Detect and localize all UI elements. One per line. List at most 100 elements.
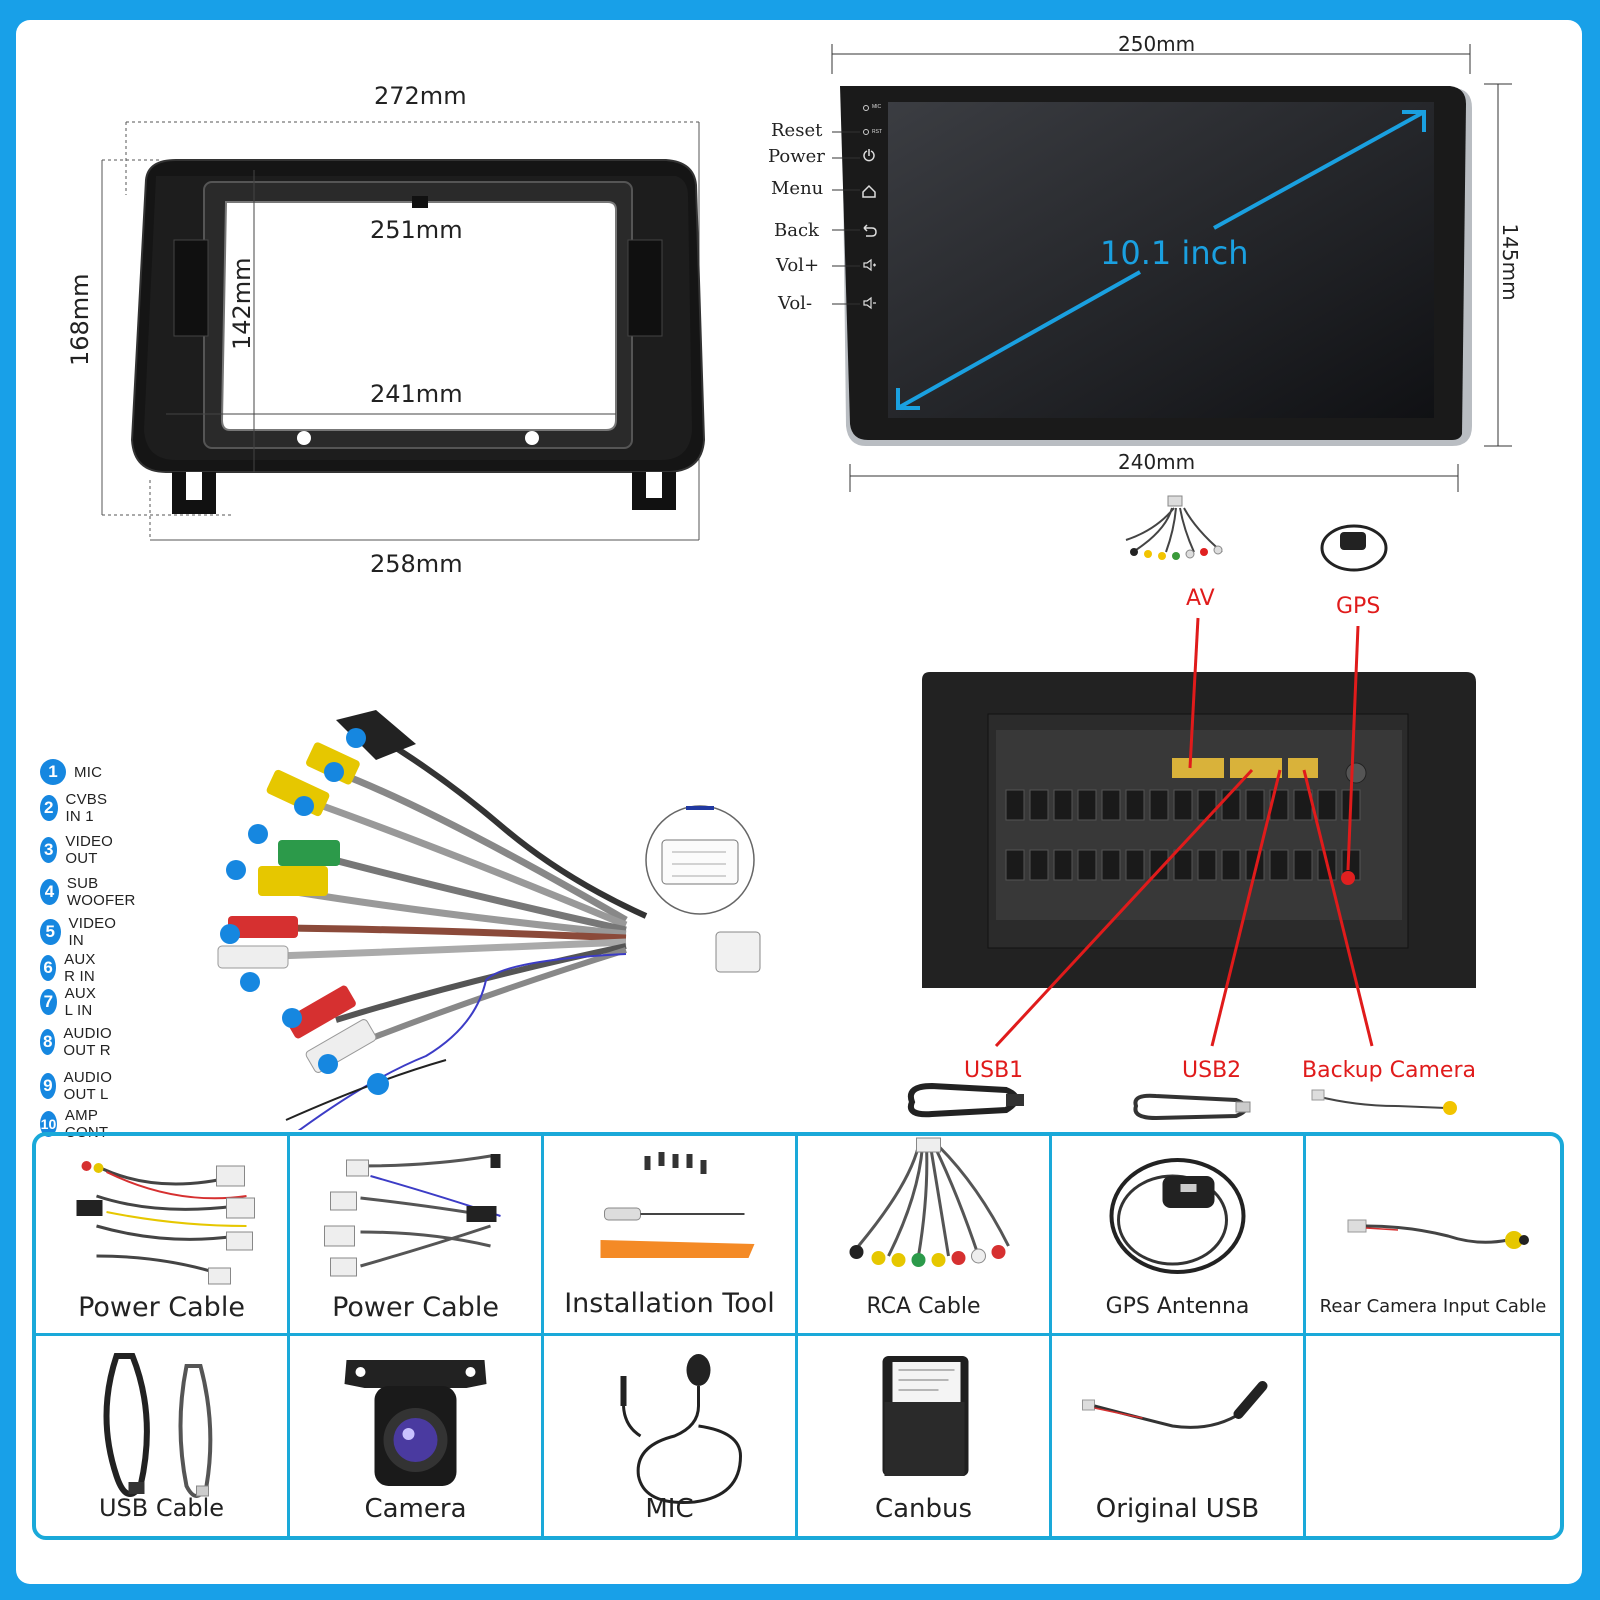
frame-diagram: 272mm 251mm 241mm 258mm 168mm 142mm bbox=[16, 20, 776, 610]
accessory-cell: Camera bbox=[290, 1336, 544, 1536]
usb2-cable-icon bbox=[1133, 1093, 1251, 1121]
accessory-label: Camera bbox=[364, 1494, 467, 1524]
menu-label: Menu bbox=[771, 178, 824, 199]
rca-cable-icon bbox=[849, 1137, 1010, 1267]
legend-row: 5 VIDEO IN bbox=[40, 915, 122, 949]
legend-number: 8 bbox=[40, 1029, 56, 1055]
gps-antenna-icon bbox=[1109, 1158, 1246, 1274]
legend-number: 7 bbox=[40, 989, 57, 1015]
legend-number: 3 bbox=[40, 837, 58, 863]
camera-cable-icon bbox=[1347, 1219, 1529, 1249]
canbus-icon bbox=[882, 1356, 969, 1476]
legend-label: SUB WOOFER bbox=[66, 875, 136, 909]
accessory-cell: GPS Antenna bbox=[1052, 1136, 1306, 1336]
screen-drawing bbox=[831, 44, 1512, 492]
accessory-label: Canbus bbox=[874, 1494, 973, 1524]
legend-label: AUX R IN bbox=[64, 951, 96, 985]
vol-up-label: Vol+ bbox=[776, 255, 820, 276]
gps-icon bbox=[1320, 524, 1388, 572]
accessory-cell: RCA Cable bbox=[798, 1136, 1052, 1336]
rear-ports: AV GPS USB1 USB2 Backup Camera bbox=[876, 490, 1582, 1130]
accessory-cell-empty bbox=[1306, 1336, 1560, 1536]
legend-row: 9 AUDIO OUT L bbox=[40, 1069, 123, 1103]
backup-camera-port-label: Backup Camera bbox=[1302, 1058, 1476, 1083]
accessory-grid: Power Cable Power Cable Installa bbox=[32, 1132, 1564, 1540]
screen-width-bottom: 240mm bbox=[1118, 450, 1196, 474]
accessory-cell: Installation Tool bbox=[544, 1136, 798, 1336]
legend-row: 3 VIDEO OUT bbox=[40, 833, 122, 867]
screen-width-top: 250mm bbox=[1118, 32, 1196, 56]
legend-label: MIC bbox=[74, 763, 103, 781]
usb-cable-icon bbox=[103, 1353, 213, 1498]
legend-number: 5 bbox=[40, 919, 61, 945]
legend-number: 6 bbox=[40, 955, 57, 981]
rca-plug-5 bbox=[258, 866, 328, 896]
mic-icon bbox=[620, 1354, 743, 1504]
legend-label: VIDEO IN bbox=[68, 915, 117, 949]
rear-drawing bbox=[908, 495, 1476, 1121]
power-cable-icon bbox=[76, 1161, 255, 1285]
power-cable-icon bbox=[324, 1154, 501, 1277]
tools-icon bbox=[600, 1152, 755, 1258]
accessory-label: Rear Camera Input Cable bbox=[1319, 1296, 1547, 1317]
rca-plug-4 bbox=[278, 840, 340, 866]
frame-height: 168mm bbox=[66, 273, 94, 366]
accessory-label: Power Cable bbox=[332, 1292, 499, 1323]
legend-label: AUDIO OUT R bbox=[63, 1025, 112, 1059]
accessory-label: MIC bbox=[645, 1494, 694, 1524]
accessory-label: Power Cable bbox=[78, 1292, 245, 1323]
back-label: Back bbox=[774, 220, 819, 241]
legend-number: 10 bbox=[40, 1111, 57, 1137]
screen-diagram: 250mm 240mm 145mm 10.1 inch MIC RST Rese… bbox=[736, 20, 1582, 520]
legend-row: 2 CVBS IN 1 bbox=[40, 791, 116, 825]
legend-row: 1 MIC bbox=[40, 758, 102, 786]
backup-camera-cable-icon bbox=[1311, 1089, 1457, 1115]
frame-opening-height: 142mm bbox=[228, 257, 256, 350]
frame-opening-top: 251mm bbox=[370, 216, 463, 244]
frame-width-bottom: 258mm bbox=[370, 550, 463, 578]
frame-width-top: 272mm bbox=[374, 82, 467, 110]
rca-plug-7 bbox=[217, 945, 289, 969]
legend-row: 6 AUX R IN bbox=[40, 951, 105, 985]
legend-row: 7 AUX L IN bbox=[40, 985, 105, 1019]
harness-diagram bbox=[186, 680, 786, 1130]
legend-label: AUDIO OUT L bbox=[63, 1069, 113, 1103]
gps-port-label: GPS bbox=[1336, 594, 1381, 619]
rca-plug-6 bbox=[228, 916, 298, 938]
accessory-label: GPS Antenna bbox=[1105, 1294, 1250, 1319]
accessory-label: RCA Cable bbox=[866, 1294, 981, 1319]
vol-down-label: Vol- bbox=[778, 293, 813, 314]
accessory-label: USB Cable bbox=[98, 1494, 225, 1522]
legend-number: 2 bbox=[40, 795, 58, 821]
frame-drawing bbox=[101, 121, 706, 541]
usb1-port-label: USB1 bbox=[964, 1058, 1024, 1083]
accessory-cell: Original USB bbox=[1052, 1336, 1306, 1536]
accessory-cell: MIC bbox=[544, 1336, 798, 1536]
av-port-label: AV bbox=[1186, 586, 1215, 611]
legend-row: 8 AUDIO OUT R bbox=[40, 1025, 123, 1059]
screen-diagonal-label: 10.1 inch bbox=[1100, 234, 1249, 272]
power-label: Power bbox=[768, 146, 825, 167]
accessory-cell: Power Cable bbox=[290, 1136, 544, 1336]
usb1-cable-icon bbox=[908, 1082, 1024, 1118]
screen-height: 145mm bbox=[1498, 223, 1522, 301]
rst-tag: RST bbox=[872, 129, 882, 135]
legend-number: 9 bbox=[40, 1073, 56, 1099]
legend-number: 1 bbox=[40, 759, 66, 785]
camera-icon bbox=[344, 1360, 487, 1486]
rca-plug-8 bbox=[286, 985, 356, 1039]
original-usb-icon bbox=[1082, 1381, 1268, 1429]
harness-drawing bbox=[217, 710, 761, 1130]
legend-label: CVBS IN 1 bbox=[65, 791, 108, 825]
product-card: 272mm 251mm 241mm 258mm 168mm 142mm bbox=[16, 20, 1582, 1584]
accessory-cell: Canbus bbox=[798, 1336, 1052, 1536]
mic-tag: MIC bbox=[872, 104, 882, 110]
frame-opening-bottom: 241mm bbox=[370, 380, 463, 408]
reset-label: Reset bbox=[771, 120, 823, 141]
usb2-port-label: USB2 bbox=[1182, 1058, 1242, 1083]
legend-label: VIDEO OUT bbox=[65, 833, 114, 867]
accessory-label: Original USB bbox=[1095, 1494, 1260, 1524]
legend-label: AUX L IN bbox=[64, 985, 97, 1019]
accessory-cell: Rear Camera Input Cable bbox=[1306, 1136, 1560, 1336]
